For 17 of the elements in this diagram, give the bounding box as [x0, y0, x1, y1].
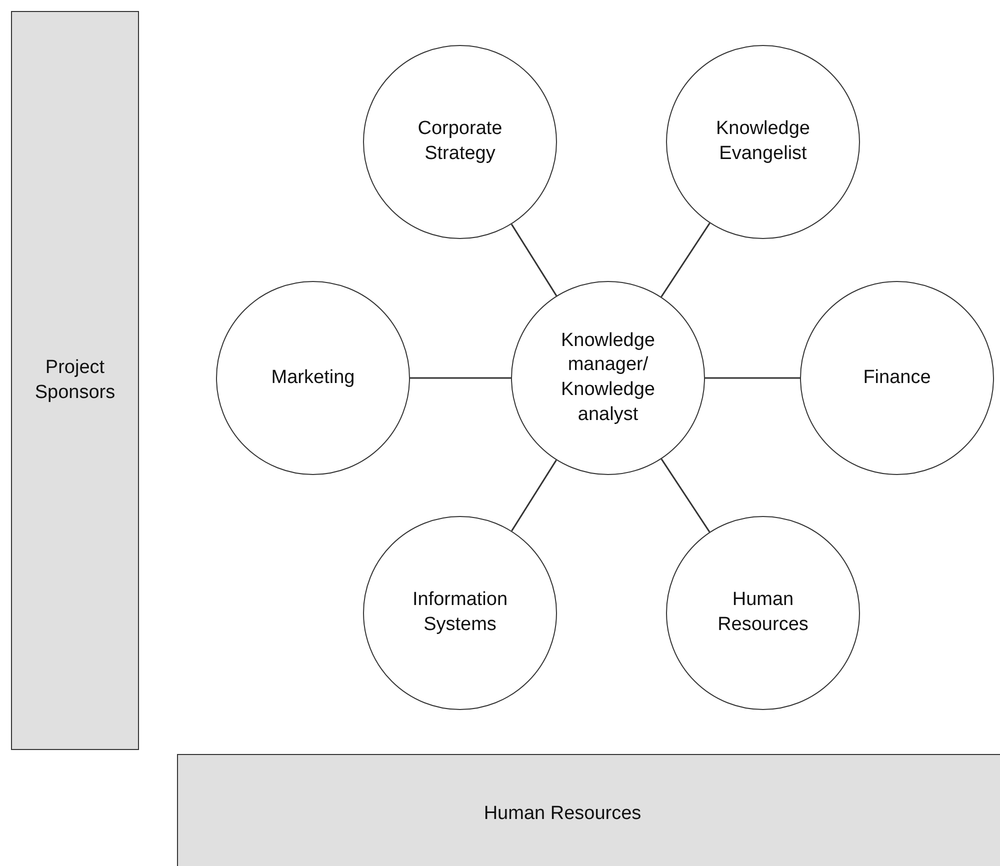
node-label: Corporate Strategy — [416, 117, 504, 166]
connector-line — [660, 222, 710, 298]
node-label: Human Resources — [482, 802, 642, 826]
sponsor-panel — [11, 11, 139, 750]
node-label: Knowledge Evangelist — [714, 117, 812, 166]
connector-line — [410, 377, 511, 379]
node-label: Human Resources — [716, 588, 810, 637]
connector-line — [660, 458, 710, 532]
node-label: Knowledge manager/ Knowledge analyst — [560, 328, 656, 427]
node-label: Marketing — [270, 366, 356, 390]
connector-line — [510, 224, 558, 296]
node-label: Project Sponsors — [34, 356, 116, 404]
node-label: Finance — [862, 366, 932, 390]
connector-line — [705, 377, 800, 379]
connector-line — [511, 460, 557, 532]
department-band — [177, 754, 1000, 866]
node-label: Information Systems — [411, 588, 509, 637]
